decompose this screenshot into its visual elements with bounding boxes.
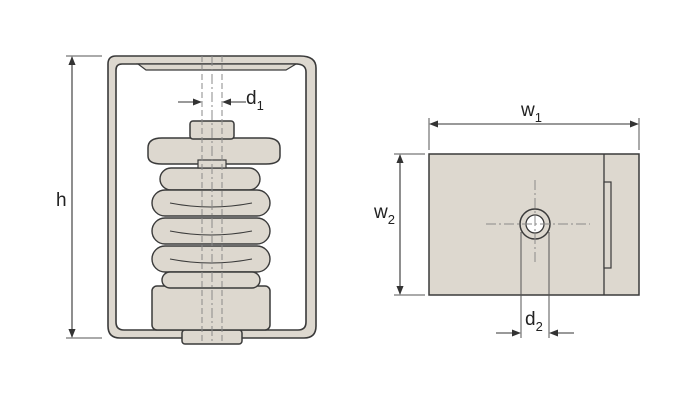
w2-dimension (394, 153, 425, 296)
w1-dimension (428, 118, 640, 150)
lower-housing (151, 285, 271, 331)
h-dimension (66, 55, 102, 339)
d1-label: d1 (246, 88, 264, 113)
coil-spring (151, 167, 271, 289)
w2-label: w2 (373, 202, 395, 227)
front-view: h d1 (56, 55, 317, 345)
h-label: h (56, 190, 67, 211)
d2-dimension (496, 232, 574, 338)
top-view: w1 w2 d2 (373, 100, 640, 338)
top-view-side-tab (603, 181, 612, 269)
w1-label: w1 (520, 100, 542, 125)
d2-label: d2 (525, 309, 543, 334)
upper-spring-cap (147, 137, 281, 165)
